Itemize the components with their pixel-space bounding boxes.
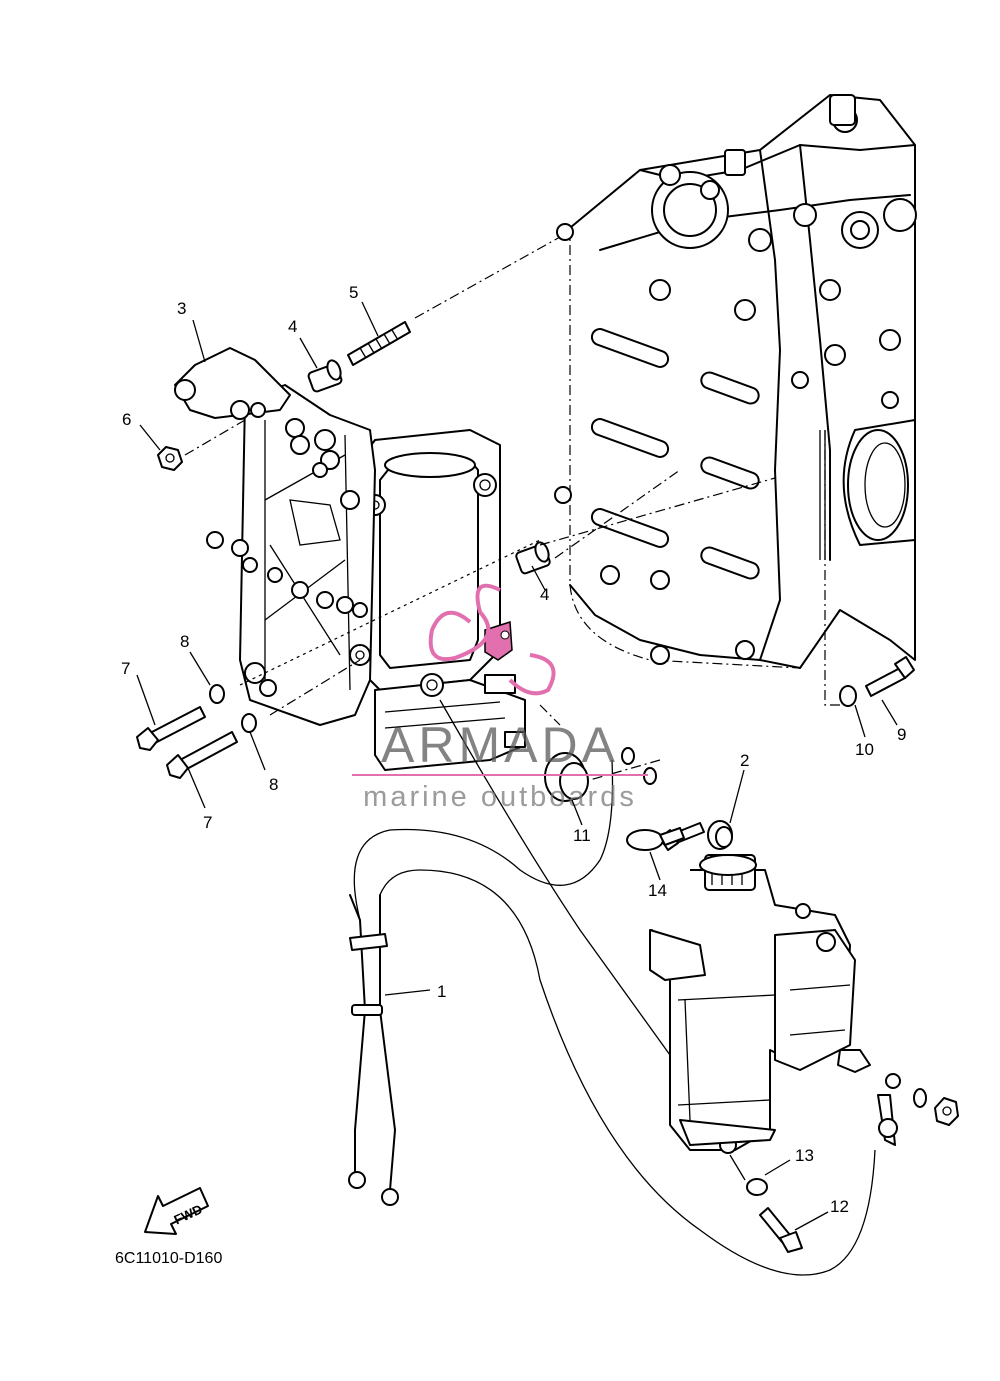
hose-clamp-14 xyxy=(626,827,685,851)
nut-and-washer xyxy=(913,1088,959,1126)
callout-leaders xyxy=(136,301,898,1231)
hex-nut-6 xyxy=(157,446,183,471)
washer-10 xyxy=(839,685,857,707)
grommet-11 xyxy=(544,752,589,802)
starter-motor xyxy=(649,854,871,1154)
callout-5: 5 xyxy=(349,283,358,302)
callout-4-upper: 4 xyxy=(288,317,297,336)
callout-10: 10 xyxy=(855,740,874,759)
fwd-arrow: FWD xyxy=(144,1187,209,1235)
bolt-7-lower xyxy=(166,731,238,779)
callout-8-upper: 8 xyxy=(180,632,189,651)
washer-13 xyxy=(746,1178,768,1196)
callout-13: 13 xyxy=(795,1146,814,1165)
collar-upper xyxy=(307,359,343,393)
callout-8-lower: 8 xyxy=(269,775,278,794)
electrical-bracket xyxy=(359,429,526,771)
callout-1: 1 xyxy=(437,982,446,1001)
stud-bolt xyxy=(347,321,411,366)
wire-harness xyxy=(348,699,901,1276)
callout-14: 14 xyxy=(648,881,667,900)
callout-2: 2 xyxy=(740,751,749,770)
diagram-code: 6C11010-D160 xyxy=(115,1250,222,1267)
armada-watermark: ARMADA marine outboards xyxy=(352,583,648,813)
callout-4-lower: 4 xyxy=(540,585,549,604)
callout-7-upper: 7 xyxy=(121,659,130,678)
bolt-12 xyxy=(759,1207,803,1253)
callout-9: 9 xyxy=(897,725,906,744)
washer-8-lower xyxy=(241,713,257,733)
callout-labels: 1 2 3 4 4 5 6 7 7 8 8 9 10 11 12 13 14 xyxy=(121,283,906,1216)
watermark-subtitle: marine outboards xyxy=(363,781,637,813)
callout-11: 11 xyxy=(573,826,591,845)
collar-lower xyxy=(515,541,551,575)
callout-7-lower: 7 xyxy=(203,813,212,832)
callout-12: 12 xyxy=(830,1197,849,1216)
watermark-title: ARMADA xyxy=(381,717,619,773)
callout-3: 3 xyxy=(177,299,186,318)
bolt-9 xyxy=(865,656,915,697)
bolt-7-upper xyxy=(136,706,206,751)
grommet-2 xyxy=(707,820,733,850)
callout-6: 6 xyxy=(122,410,131,429)
reference-lines xyxy=(184,236,776,781)
mounting-plate xyxy=(174,347,376,726)
engine-block xyxy=(554,94,917,706)
washer-8-upper xyxy=(209,684,225,704)
